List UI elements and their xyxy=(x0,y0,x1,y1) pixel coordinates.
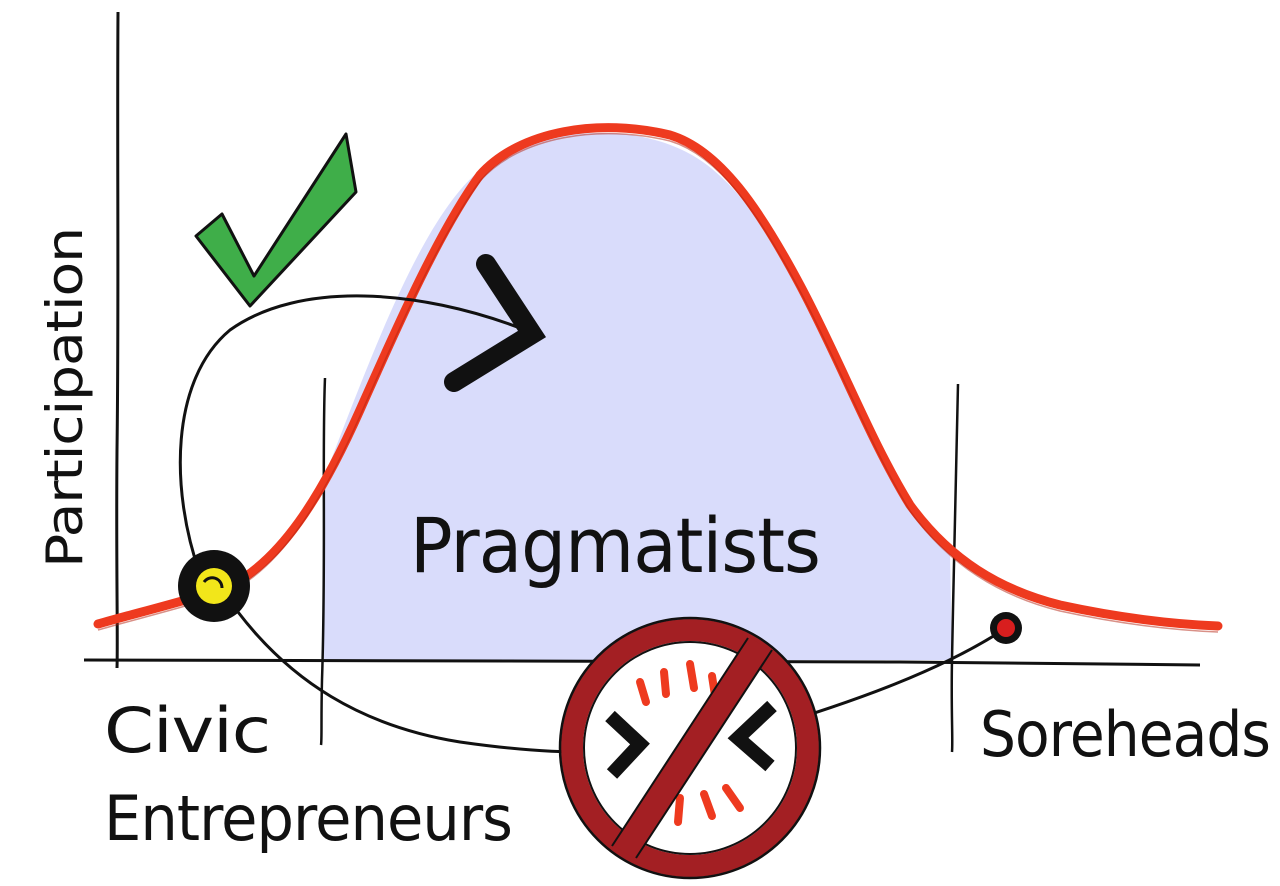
loop-arrow-path xyxy=(178,294,521,575)
divider-right xyxy=(950,383,960,753)
pragmatists-label: Pragmatists xyxy=(410,501,820,590)
checkmark-icon xyxy=(194,132,358,308)
participation-curve-outline xyxy=(97,132,1219,633)
y-axis-label: Participation xyxy=(36,228,94,568)
red-dot-icon xyxy=(990,612,1022,644)
soreheads-label: Soreheads xyxy=(980,698,1270,771)
y-axis-line xyxy=(115,11,120,669)
left-chevron-icon xyxy=(605,710,650,779)
civic-label-line1: Civic xyxy=(104,694,270,767)
arrowhead-icon xyxy=(444,254,547,392)
civic-label-line2: Entrepreneurs xyxy=(104,782,512,855)
right-chevron-icon xyxy=(727,700,777,772)
divider-left xyxy=(319,377,327,746)
no-symbol-icon xyxy=(558,616,822,880)
participation-curve xyxy=(93,123,1223,631)
yellow-dot-icon xyxy=(178,550,250,622)
